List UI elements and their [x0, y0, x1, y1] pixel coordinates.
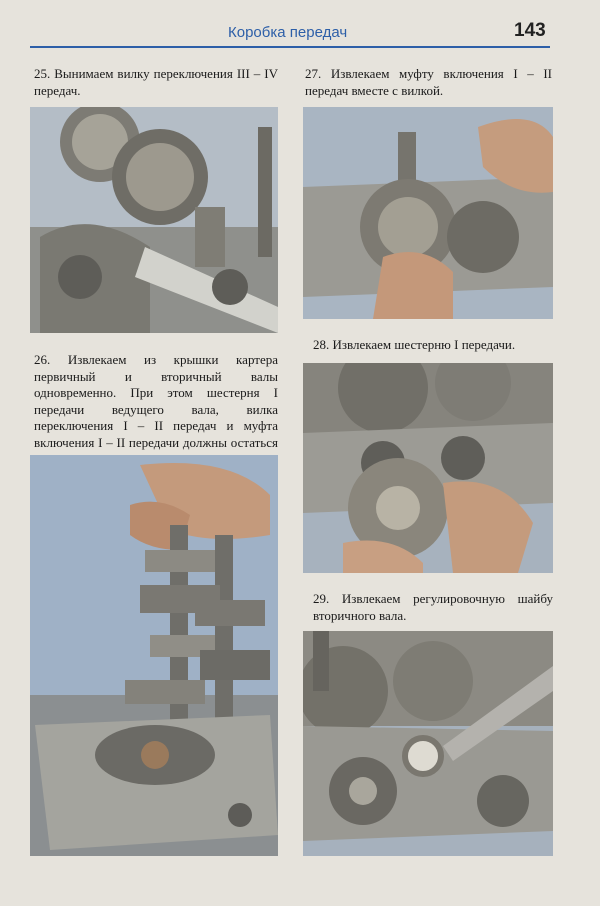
step-28-text: 28. Извлекаем шестерню I передачи.	[313, 337, 516, 352]
photo-step-27	[303, 107, 553, 319]
photo-step-26	[30, 455, 278, 856]
header-rule	[30, 46, 550, 48]
photo-step-25	[30, 107, 278, 333]
step-27-text: 27. Извлекаем муфту включения I – II пер…	[305, 66, 552, 98]
page-number: 143	[514, 20, 546, 41]
step-25-text: 25. Вынимаем вилку переключения III – IV…	[34, 66, 278, 98]
photo-step-29	[303, 631, 553, 856]
photo-step-28	[303, 363, 553, 573]
page-header-title: Коробка передач	[228, 24, 348, 41]
step-26-text: 26. Извлекаем из крышки картера первичны…	[34, 352, 278, 466]
step-29-text: 29. Извлекаем регулировочную шайбу втори…	[313, 591, 553, 623]
